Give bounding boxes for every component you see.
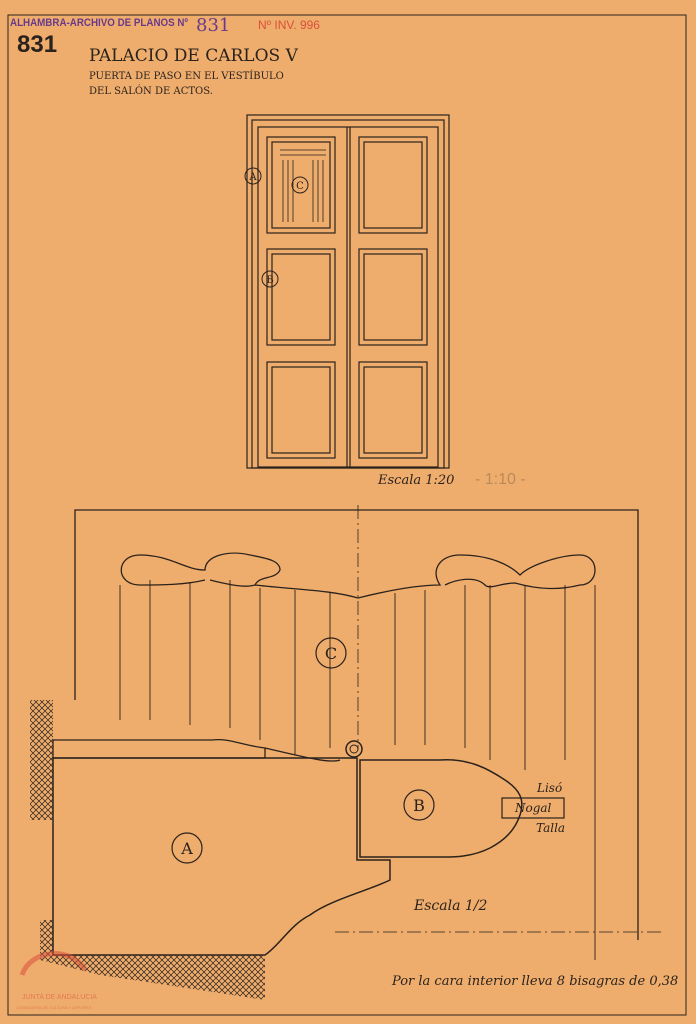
material-labels: Lisó Nogal Talla	[514, 781, 565, 835]
floor-hatch	[40, 920, 265, 1000]
section-label-b: B	[413, 796, 425, 815]
watermark-line1: JUNTA DE ANDALUCIA	[22, 994, 97, 1001]
sheet-border	[7, 14, 687, 1016]
section-label-a: A	[180, 839, 193, 858]
wall-hatch	[30, 700, 53, 820]
section-labels: A B C	[171, 637, 435, 864]
section-detail	[52, 505, 665, 960]
material-label-nogal: Nogal	[514, 801, 552, 815]
subtitle-line2: DEL SALÓN DE ACTOS.	[89, 85, 213, 97]
door-elevation	[246, 114, 450, 469]
elevation-label-a: A	[248, 172, 257, 183]
section-scale: Escala 1/2	[413, 898, 487, 914]
pencil-scale: - 1:10 -	[475, 471, 526, 488]
hinge-pin-icon	[345, 740, 363, 758]
title: PALACIO DE CARLOS V	[89, 46, 299, 66]
archive-stamp: ALHAMBRA-ARCHIVO DE PLANOS Nº	[10, 17, 188, 29]
elevation-label-b: B	[266, 275, 273, 286]
material-label-liso: Lisó	[536, 781, 562, 795]
watermark-line2: CONSEJERÍA DE CULTURA Y DEPORTE	[16, 1005, 92, 1010]
inventory-number: Nº INV. 996	[258, 18, 320, 32]
subtitle-line1: PUERTA DE PASO EN EL VESTÍBULO	[89, 70, 284, 82]
section-label-c: C	[325, 644, 337, 663]
material-label-talla: Talla	[536, 821, 565, 835]
hinge-note: Por la cara interior lleva 8 bisagras de…	[391, 974, 678, 989]
elevation-scale: Escala 1:20	[377, 473, 454, 488]
junta-andalucia-watermark: JUNTA DE ANDALUCIA CONSEJERÍA DE CULTURA…	[16, 951, 97, 1010]
elevation-labels: A B C	[244, 167, 309, 288]
stamp-number: 831	[196, 15, 230, 36]
elevation-label-c: C	[296, 181, 304, 192]
sheet-number: 831	[17, 31, 57, 58]
